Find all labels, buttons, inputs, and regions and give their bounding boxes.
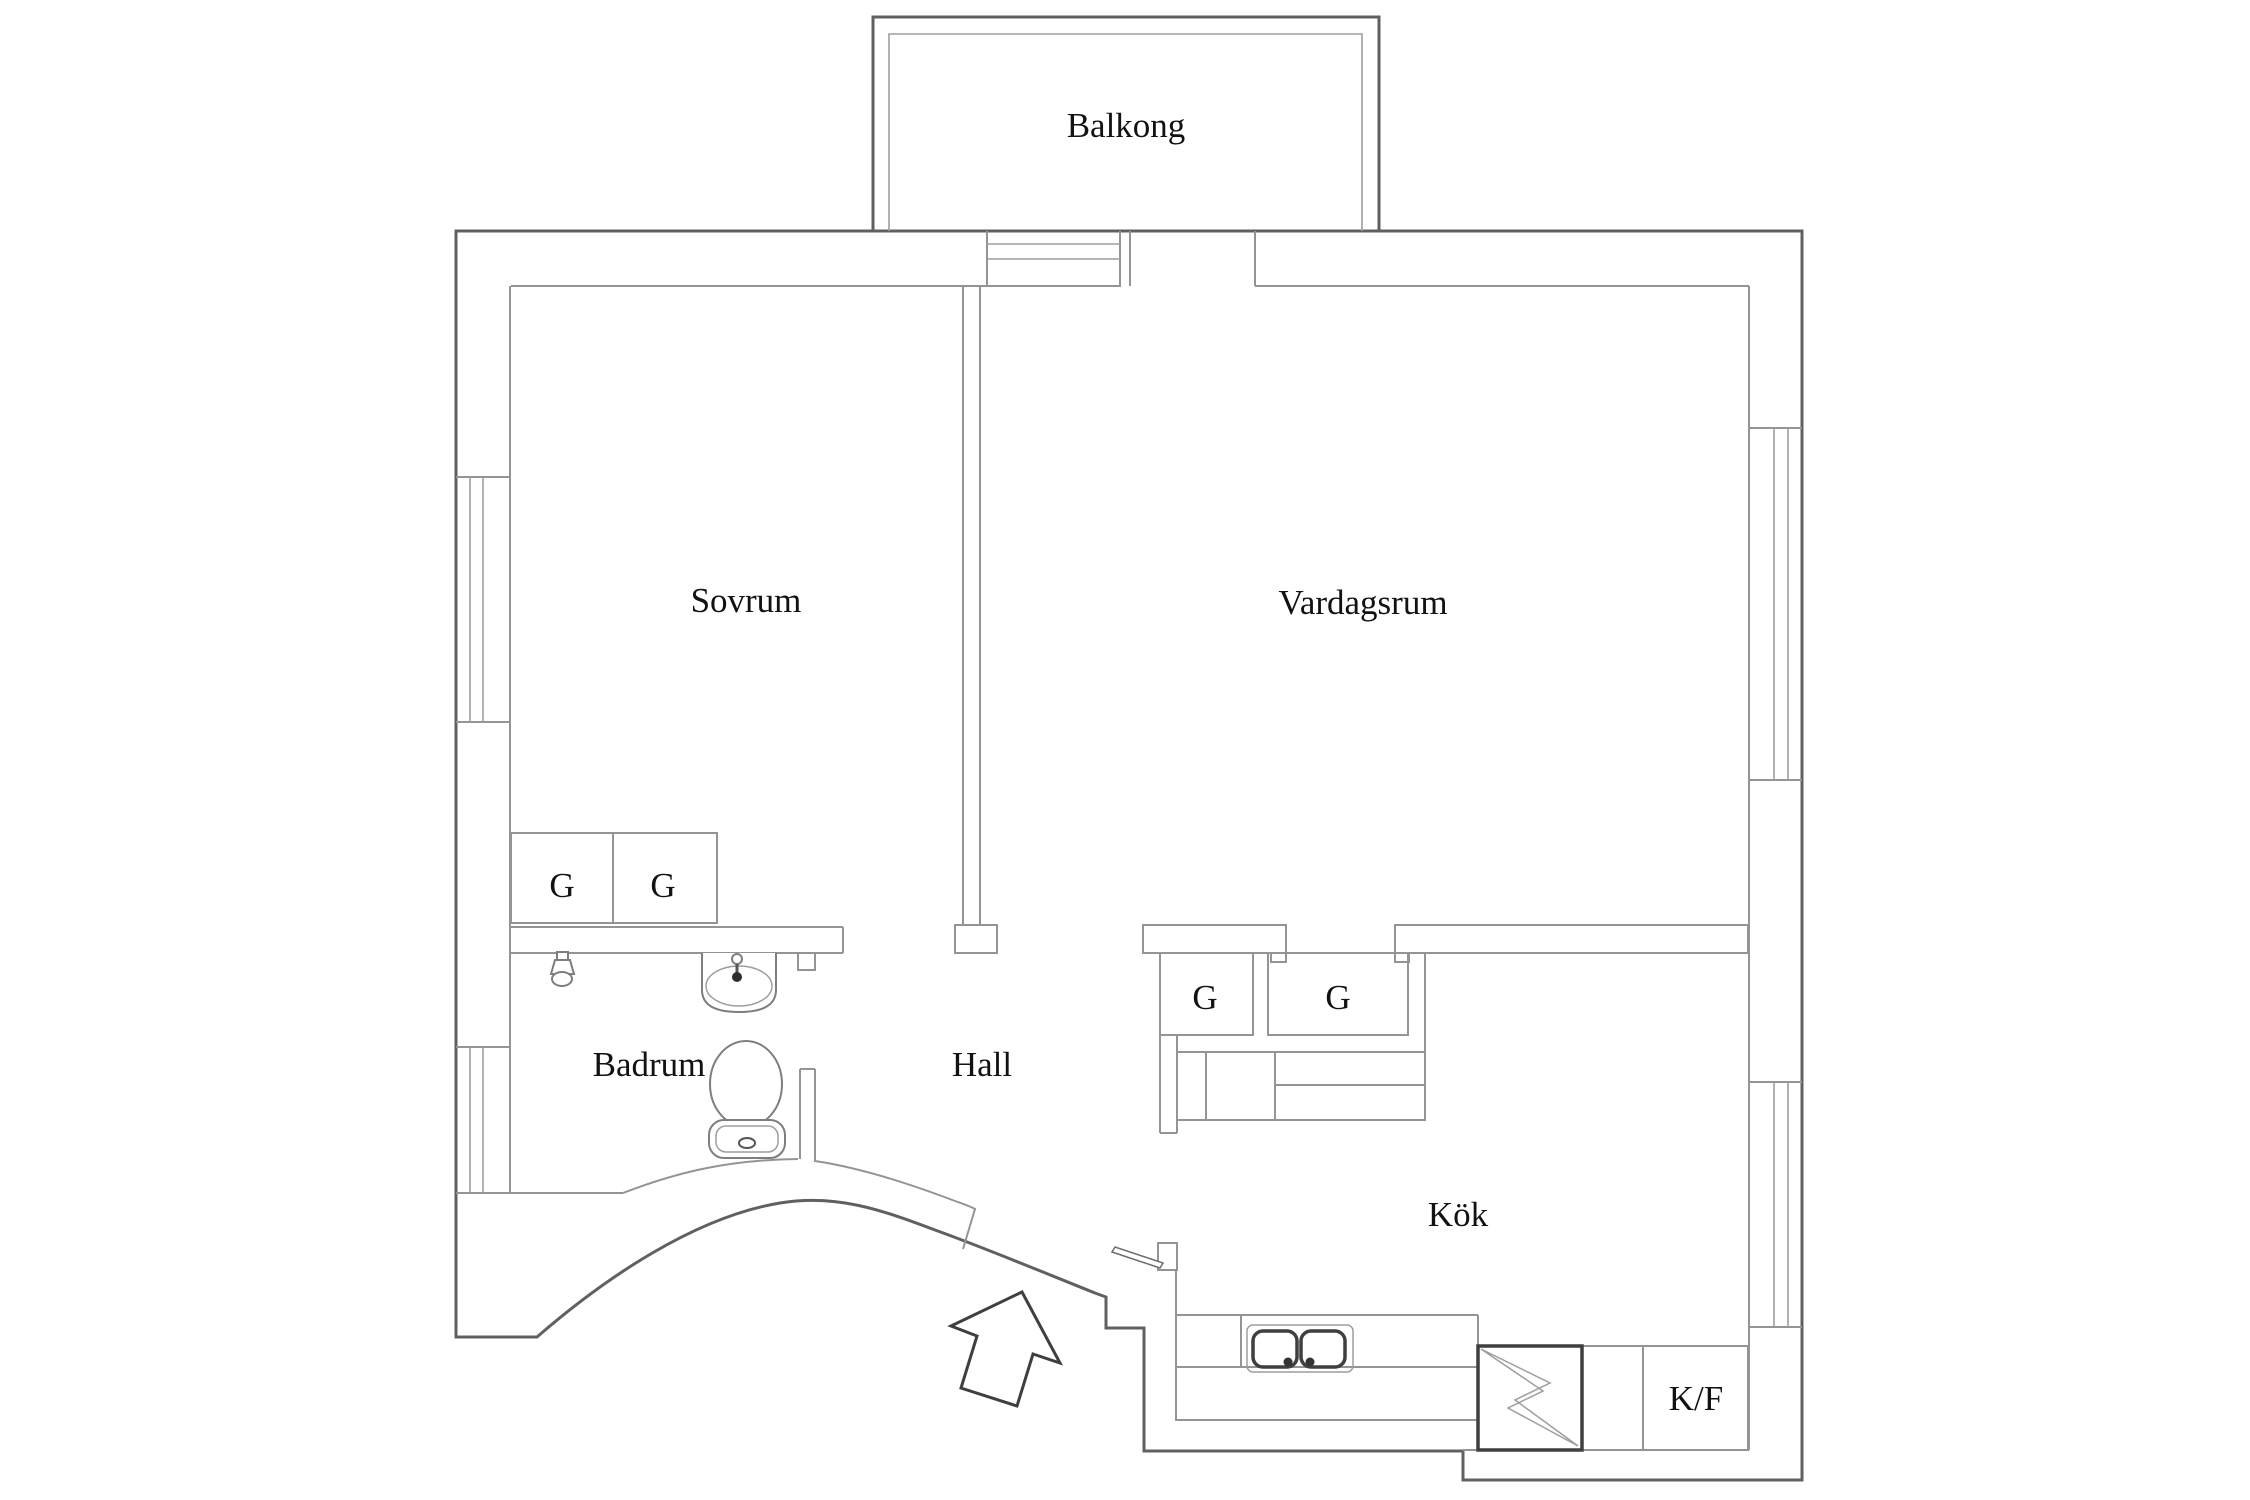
kitchen-sink-icon [1246, 1324, 1354, 1373]
wardrobe-hall-box-2 [1267, 952, 1409, 1036]
room-label-balcony: Balkong [1067, 106, 1186, 145]
wall-stub-kitchen [1394, 924, 1749, 954]
shower-tap-icon [549, 951, 576, 987]
exterior-wall-outline [454, 229, 1804, 1482]
curved-hall-wall [622, 1158, 977, 1250]
label-wardrobe-hall-2: G [1325, 978, 1350, 1017]
wardrobes [510, 832, 1426, 1121]
toilet-icon [708, 1040, 786, 1159]
window-bathroom-icon [456, 1046, 510, 1193]
bathroom-door-jamb-top [797, 952, 816, 971]
label-wardrobe-hall-1: G [1192, 978, 1217, 1017]
balcony-outer-wall [871, 15, 1381, 231]
balcony-inner-wall [888, 33, 1363, 231]
entrance-arrow-icon [947, 1290, 1064, 1408]
room-label-hall: Hall [952, 1045, 1013, 1084]
sink-tap-dot [1305, 1357, 1315, 1367]
hall-dresser [1176, 1051, 1426, 1121]
wall-hall-narrow [1159, 1035, 1178, 1134]
lightning-bolt-icon [1480, 1348, 1579, 1447]
faucet-dot [732, 972, 742, 982]
balcony-door-icon [986, 231, 1131, 287]
fridge-freezer-box [1642, 1345, 1749, 1451]
wall-end-block [954, 924, 998, 954]
window-kitchen-icon [1748, 1081, 1802, 1328]
balcony-walls [871, 15, 1381, 231]
door-stop-right [1394, 952, 1410, 963]
entrance-door-jamb [1157, 1242, 1178, 1271]
label-wardrobe-bedroom-1: G [549, 866, 574, 905]
room-label-bedroom: Sovrum [691, 581, 802, 620]
interior-walls [511, 286, 1749, 1367]
wall-stub-hall-left [1142, 924, 1287, 954]
wall-bedroom-bathroom [511, 926, 844, 954]
wall-bedroom-livingroom [962, 286, 981, 925]
entrance [947, 1246, 1165, 1408]
label-wardrobe-bedroom-2: G [650, 866, 675, 905]
stove-icon [1476, 1344, 1584, 1452]
sink-tap-dot [1283, 1357, 1293, 1367]
wardrobe-hall-box-1 [1159, 952, 1254, 1036]
room-label-kitchen: Kök [1428, 1195, 1489, 1234]
window-bedroom-icon [456, 476, 510, 723]
exterior-wall-path [454, 229, 1804, 1482]
room-label-living-room: Vardagsrum [1278, 583, 1447, 622]
interior-face-lines [456, 231, 1750, 1451]
wall-bathroom-right [799, 1068, 816, 1162]
label-fridge-freezer: K/F [1669, 1379, 1723, 1418]
entrance-door-icon [1110, 1246, 1165, 1269]
window-living-room-icon [1748, 427, 1802, 781]
room-label-bathroom: Badrum [593, 1045, 706, 1084]
door-stop-left [1270, 952, 1287, 963]
bathroom-sink-icon [701, 953, 777, 1014]
